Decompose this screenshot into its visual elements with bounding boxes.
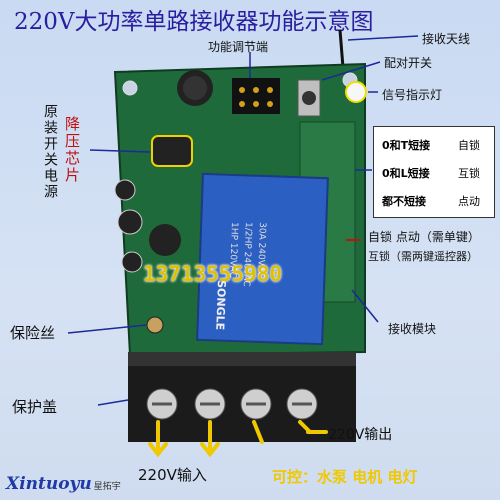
jumper-mode-table: 0和T短接 自锁 0和L短接 互锁 都不短接 点动 <box>373 126 495 218</box>
label-mode-self: 自锁 <box>368 230 393 244</box>
label-mode-line1: 自锁 点动（需单键） <box>368 228 480 245</box>
jumper-row-2: 都不短接 点动 <box>382 193 480 209</box>
jumper-row-1: 0和L短接 互锁 <box>382 165 480 181</box>
relay-text-2: 1/2HP 240VAC <box>241 222 253 287</box>
logo-cn: 星拓宇 <box>93 482 121 492</box>
relay-brand: SONGLE <box>213 280 228 330</box>
jumper-desc: 0和L短接 <box>382 167 430 180</box>
label-antenna: 接收天线 <box>422 32 471 46</box>
label-original-power: 原装开关电源 <box>42 104 58 200</box>
label-220v-output: 220V输出 <box>328 427 393 443</box>
label-mode-inter: 互锁（需两键遥控器） <box>368 250 478 263</box>
label-protective-cover: 保护盖 <box>12 398 58 416</box>
jumper-mode: 自锁 <box>458 139 480 152</box>
label-220v-input: 220V输入 <box>138 466 207 484</box>
label-fuse: 保险丝 <box>10 324 56 342</box>
jumper-row-0: 0和T短接 自锁 <box>382 137 480 153</box>
logo-name: Xintuoyu <box>6 474 92 494</box>
relay-text-1: 30A 240VAC <box>255 222 267 278</box>
label-pair-switch: 配对开关 <box>384 56 433 70</box>
label-signal-led: 信号指示灯 <box>382 88 443 102</box>
jumper-desc: 都不短接 <box>382 195 426 208</box>
phone-number: 13713555980 <box>143 262 283 286</box>
jumper-mode: 点动 <box>458 195 480 208</box>
label-receiver-module: 接收模块 <box>388 322 437 336</box>
label-function-adjust: 功能调节端 <box>208 40 269 54</box>
label-mode-point: 点动（需单键） <box>395 230 480 244</box>
jumper-desc: 0和T短接 <box>382 139 431 152</box>
jumper-mode: 互锁 <box>458 167 480 180</box>
label-step-down-chip: 降压芯片 <box>63 116 81 184</box>
relay-text-3: 1HP 120VAC <box>227 222 239 278</box>
page-title: 220V大功率单路接收器功能示意图 <box>14 9 374 35</box>
label-controllable-devices: 可控：水泵 电机 电灯 <box>272 468 418 486</box>
